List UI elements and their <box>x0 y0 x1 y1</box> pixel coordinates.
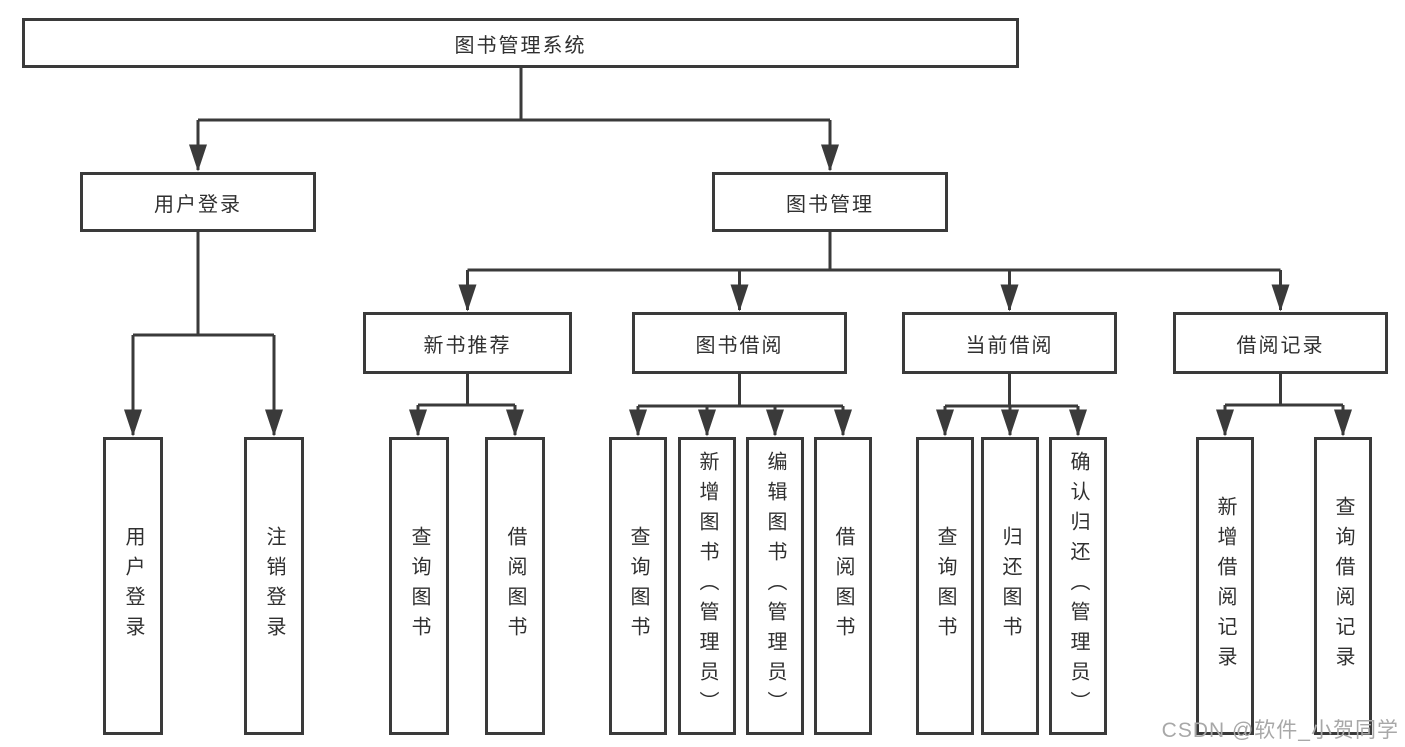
node-label: 图书借阅 <box>695 334 784 357</box>
leaf-confirm-return-admin: 确认归还（管理员） <box>1049 437 1107 735</box>
leaf-query-books-3: 查询图书 <box>916 437 974 735</box>
node-label: 注销登录 <box>263 526 285 646</box>
leaf-edit-books-admin: 编辑图书（管理员） <box>746 437 804 735</box>
node-label: 新增借阅记录 <box>1214 496 1236 676</box>
leaf-add-borrow-record: 新增借阅记录 <box>1196 437 1254 735</box>
node-label: 归还图书 <box>999 526 1021 646</box>
node-label: 借阅记录 <box>1236 334 1325 357</box>
leaf-query-books-2: 查询图书 <box>609 437 667 735</box>
node-library-management-system: 图书管理系统 <box>22 18 1019 68</box>
node-label: 当前借阅 <box>965 334 1054 357</box>
node-label: 用户登录 <box>122 526 144 646</box>
leaf-user-login: 用户登录 <box>103 437 163 735</box>
node-label: 图书管理 <box>786 193 874 216</box>
leaf-query-books-1: 查询图书 <box>389 437 449 735</box>
node-label: 编辑图书（管理员） <box>764 451 786 721</box>
node-borrow-records: 借阅记录 <box>1173 312 1388 374</box>
node-label: 查询图书 <box>627 526 649 646</box>
leaf-borrow-books-1: 借阅图书 <box>485 437 545 735</box>
leaf-return-books: 归还图书 <box>981 437 1039 735</box>
node-label: 借阅图书 <box>832 526 854 646</box>
node-label: 查询图书 <box>408 526 430 646</box>
node-book-management: 图书管理 <box>712 172 948 232</box>
node-label: 查询借阅记录 <box>1332 496 1354 676</box>
node-current-borrow: 当前借阅 <box>902 312 1117 374</box>
connector-trunk-lines <box>133 68 1343 408</box>
node-book-borrow: 图书借阅 <box>632 312 847 374</box>
leaf-query-borrow-record: 查询借阅记录 <box>1314 437 1372 735</box>
node-label: 新书推荐 <box>423 334 512 357</box>
node-new-book-recommend: 新书推荐 <box>363 312 572 374</box>
node-label: 查询图书 <box>934 526 956 646</box>
node-label: 确认归还（管理员） <box>1067 451 1089 721</box>
leaf-borrow-books-2: 借阅图书 <box>814 437 872 735</box>
leaf-add-books-admin: 新增图书（管理员） <box>678 437 736 735</box>
leaf-logout: 注销登录 <box>244 437 304 735</box>
node-label: 图书管理系统 <box>454 34 587 57</box>
node-label: 新增图书（管理员） <box>696 451 718 721</box>
csdn-watermark: CSDN @软件_小贺同学 <box>1161 719 1399 742</box>
node-label: 借阅图书 <box>504 526 526 646</box>
node-user-login: 用户登录 <box>80 172 316 232</box>
node-label: 用户登录 <box>154 193 242 216</box>
